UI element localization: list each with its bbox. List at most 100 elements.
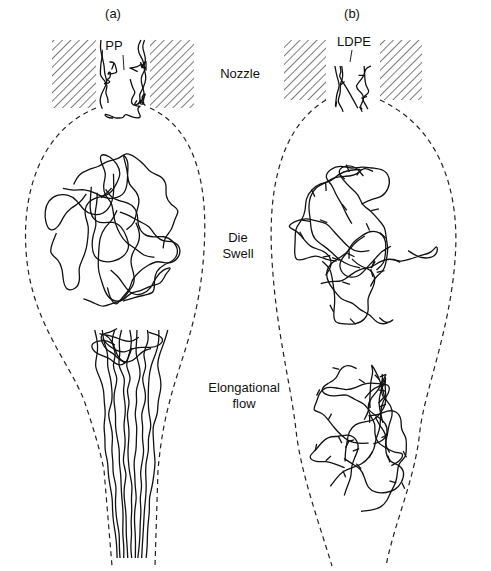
nozzle-wall (380, 40, 422, 100)
chain-branch (325, 183, 327, 191)
swell-outline (26, 100, 456, 566)
polymer-chain (138, 40, 146, 104)
chain-branch (330, 305, 334, 312)
chain-branch (357, 169, 362, 175)
leader-line (350, 50, 352, 62)
chain-branch (369, 451, 372, 457)
polymer-chain (314, 383, 385, 443)
chain-branch (361, 96, 367, 98)
chain-branch (403, 451, 406, 457)
chain-branch (371, 209, 379, 211)
polymer-chain (106, 189, 178, 301)
polymer-chain (74, 154, 178, 248)
nozzle-wall (284, 40, 326, 100)
chain-branch (332, 258, 340, 261)
polymer-chain (134, 330, 140, 558)
polymer-chain (368, 374, 402, 465)
polymer-chains (45, 40, 437, 558)
chain-branch (390, 481, 397, 483)
nozzle-wall (52, 40, 96, 108)
polymer-chain (51, 188, 112, 290)
polymer-chain (141, 40, 145, 101)
chain-branch (342, 204, 347, 210)
chain-branch (359, 75, 365, 76)
chain-branch (346, 165, 349, 172)
chain-branch (302, 220, 310, 221)
panel-label: (b) (332, 6, 372, 22)
nozzle-wall (150, 40, 194, 108)
panel-label: (a) (93, 6, 133, 22)
chain-branch (372, 260, 375, 268)
chain-branch (347, 440, 354, 442)
chain-branch (366, 223, 369, 230)
swell-outline (380, 100, 456, 566)
polymer-chain (309, 169, 373, 268)
polymer-chain (127, 330, 132, 558)
chain-branch (360, 106, 363, 111)
polymer-chain (92, 341, 132, 365)
polymer-chain (345, 378, 386, 462)
polymer-chain (45, 174, 114, 230)
polymer-chain (138, 330, 148, 558)
chain-branch (320, 220, 327, 223)
chain-branch (333, 368, 340, 370)
polymer-chain (146, 330, 168, 558)
polymer-chain (340, 231, 391, 277)
polymer-chain (130, 79, 145, 105)
chain-branch (339, 437, 342, 443)
chain-branch (336, 101, 337, 107)
chain-branch (371, 269, 373, 277)
chain-branch (347, 253, 354, 256)
chain-branch (353, 449, 359, 452)
polymer-chain (101, 328, 151, 361)
polymer-chain (364, 365, 392, 452)
polymer-chain (344, 417, 404, 493)
chain-branch (380, 380, 385, 385)
chain-branch (381, 435, 387, 438)
chain-branch (383, 375, 386, 381)
chain-branch (343, 471, 346, 477)
stage-label: Die Swell (216, 230, 260, 261)
swell-outline (26, 108, 112, 566)
polymer-chain (322, 259, 374, 324)
material-label: LDPE (335, 34, 373, 50)
polymer-chain (327, 236, 393, 324)
chain-branch (377, 271, 385, 273)
polymer-chain (63, 156, 139, 230)
chain-branch (369, 416, 370, 423)
polymer-chain (295, 169, 360, 261)
chain-branch (388, 456, 390, 463)
chain-branch (317, 389, 320, 395)
chain-branch (350, 319, 356, 325)
polymer-chain (107, 212, 180, 304)
chain-branch (402, 482, 405, 488)
stage-label: Nozzle (205, 66, 275, 82)
chain-branch (315, 444, 316, 451)
chain-branch (348, 251, 349, 259)
polymer-chain (321, 247, 438, 284)
chain-branch (300, 232, 304, 239)
chain-branch (359, 379, 365, 383)
polymer-chain (142, 330, 159, 558)
chain-branch (369, 401, 371, 408)
swell-outline (271, 100, 332, 566)
leader-line (123, 55, 124, 70)
stage-label: Elongational flow (203, 380, 285, 411)
chain-branch (375, 375, 380, 380)
chain-branch (328, 414, 331, 420)
polymer-chain (322, 366, 387, 444)
polymer-chain (338, 66, 343, 112)
chain-branch (323, 256, 331, 258)
polymer-chain (363, 66, 369, 109)
chain-branch (393, 259, 400, 262)
polymer-chain (105, 100, 140, 118)
chain-branch (342, 282, 350, 284)
polymer-chain (310, 435, 358, 495)
polymer-chain (357, 66, 371, 109)
polymer-chain (330, 385, 389, 487)
chain-branch (379, 390, 386, 391)
chain-branch (326, 456, 331, 461)
polymer-chain (339, 166, 387, 287)
